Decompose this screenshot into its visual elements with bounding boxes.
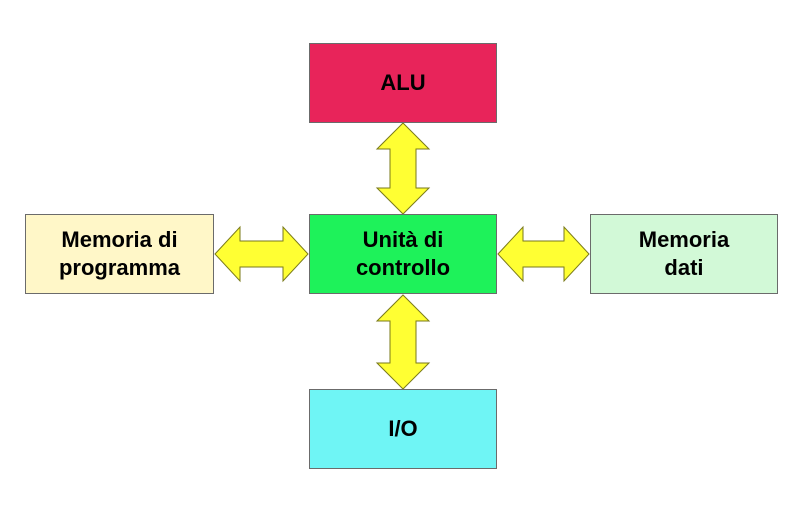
io-label: I/O bbox=[388, 416, 418, 441]
alu-box: ALU bbox=[309, 43, 497, 123]
data-memory-box: Memoria dati bbox=[590, 214, 778, 294]
arrow-control-datamem bbox=[497, 225, 590, 283]
arrow-progmem-control bbox=[214, 225, 309, 283]
arrow-alu-control bbox=[375, 122, 431, 215]
program-memory-label-line1: Memoria di bbox=[61, 227, 178, 252]
io-box: I/O bbox=[309, 389, 497, 469]
control-unit-label-line2: controllo bbox=[355, 255, 451, 280]
control-unit-label-line1: Unità di bbox=[362, 227, 444, 252]
control-unit-box: Unità di controllo bbox=[309, 214, 497, 294]
program-memory-box: Memoria di programma bbox=[25, 214, 214, 294]
data-memory-label-line1: Memoria bbox=[638, 227, 730, 252]
arrow-control-io bbox=[375, 294, 431, 390]
data-memory-label-line2: dati bbox=[664, 255, 704, 280]
alu-label: ALU bbox=[380, 70, 426, 95]
program-memory-label-line2: programma bbox=[58, 255, 181, 280]
